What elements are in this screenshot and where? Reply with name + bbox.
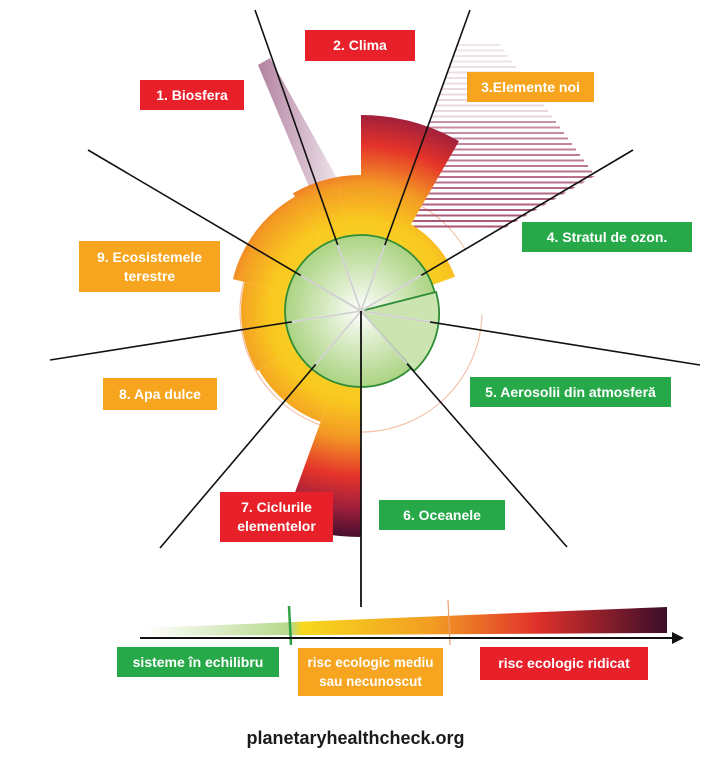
label-biosfera: 1. Biosfera [140, 80, 244, 110]
risk-scale-bar [145, 607, 667, 636]
label-stratul-de-ozon: 4. Stratul de ozon. [522, 222, 692, 252]
divider-highlight [360, 244, 386, 312]
safe-threshold-mark [287, 605, 293, 646]
legend-risc-mediu: risc ecologic mediu sau necunoscut [298, 648, 443, 696]
label-apa-dulce: 8. Apa dulce [103, 378, 217, 410]
divider-highlight [360, 310, 408, 365]
scale-axis-arrowhead [672, 632, 684, 644]
divider-highlight [360, 310, 431, 323]
label-elemente-noi: 3.Elemente noi [467, 72, 594, 102]
divider-highlight [291, 310, 362, 323]
divider-highlight [360, 274, 422, 312]
divider-lines [49, 9, 701, 549]
footer-url: planetaryhealthcheck.org [246, 728, 465, 748]
ozon-sector-outline [359, 290, 440, 373]
legend-risc-ridicat: risc ecologic ridicat [480, 647, 648, 680]
divider-highlight [314, 310, 362, 366]
label-ecosistemele-terestre: 9. Ecosistemele terestre [79, 241, 220, 292]
legend-sisteme-in-echilibru: sisteme în echilibru [117, 647, 279, 677]
divider-highlight [336, 244, 362, 312]
divider-highlight [300, 274, 362, 312]
label-ciclurile-elementelor: 7. Ciclurile elementelor [220, 492, 333, 542]
label-aerosolii: 5. Aerosolii din atmosferă [470, 377, 671, 407]
label-clima: 2. Clima [305, 30, 415, 61]
label-oceanele: 6. Oceanele [379, 500, 505, 530]
